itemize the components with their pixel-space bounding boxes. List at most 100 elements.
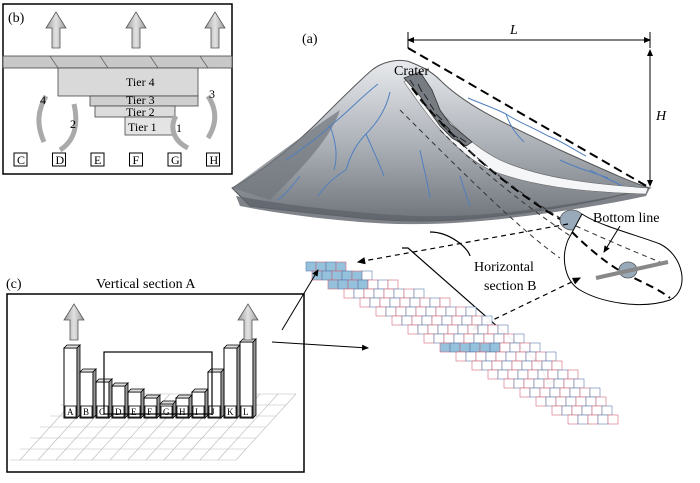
- grid-cell: [437, 324, 449, 335]
- grid-cell: [451, 315, 463, 326]
- column-label-box-f: [144, 405, 157, 418]
- grid-cell: [477, 324, 489, 335]
- grid-cell: [545, 396, 557, 407]
- grid-cell: [409, 297, 421, 308]
- grid-cell: [497, 324, 509, 335]
- column-label-g: G: [163, 407, 170, 417]
- horizontal-section-label-line2: section B: [484, 279, 537, 294]
- grid-cell: [541, 360, 553, 371]
- grid-cell: [393, 288, 405, 299]
- column-label-f: F: [133, 153, 140, 167]
- column-label-box-h: [176, 405, 189, 418]
- grid-cell: [561, 405, 573, 416]
- grid-cell: [513, 378, 525, 389]
- grid-cell: [373, 288, 385, 299]
- grid-cell: [315, 261, 327, 272]
- grid-cell: [481, 315, 493, 326]
- grid-cell: [401, 315, 413, 326]
- grid-cell: [481, 360, 493, 371]
- height-symbol: H: [655, 109, 667, 124]
- grid-cell: [487, 324, 499, 335]
- grid-cell: [327, 279, 339, 290]
- grid-cell: [495, 351, 507, 362]
- column-label-h: H: [210, 153, 219, 167]
- grid-cell: [325, 261, 337, 272]
- grid-cell: [461, 315, 473, 326]
- grid-cell: [385, 306, 397, 317]
- column-label-f: F: [147, 407, 152, 417]
- grid-cell: [419, 297, 431, 308]
- grid-cell: [511, 360, 523, 371]
- grid-cell: [351, 270, 363, 281]
- column-label-h: H: [179, 407, 186, 417]
- grid-cell: [557, 369, 569, 380]
- grid-cell: [545, 351, 557, 362]
- grid-cell: [423, 333, 435, 344]
- grid-cell: [383, 288, 395, 299]
- grid-cell: [471, 360, 483, 371]
- mountain: [231, 59, 652, 222]
- grid-cell: [459, 342, 471, 353]
- column-label-box-b: [80, 405, 93, 418]
- column-label-i: I: [195, 407, 198, 417]
- up-arrow-icon: [125, 11, 147, 49]
- grid-cell: [435, 306, 447, 317]
- grid-cell: [369, 297, 381, 308]
- grid-cell: [565, 396, 577, 407]
- up-arrow-icon: [237, 303, 259, 341]
- bottom-line-label: Bottom line: [593, 211, 660, 226]
- grid-cell: [467, 324, 479, 335]
- column-label-box-l: [240, 405, 253, 418]
- horizontal-section-label-line1: Horizontal: [474, 260, 534, 275]
- grid-cell: [503, 333, 515, 344]
- grid-cell: [347, 279, 359, 290]
- grid-cell: [331, 270, 343, 281]
- grid-cell: [353, 288, 365, 299]
- grid-cell: [363, 288, 375, 299]
- grid-cell: [431, 315, 443, 326]
- column-label-d: D: [56, 153, 65, 167]
- tier-4-block: [57, 67, 199, 97]
- grid-cell: [443, 333, 455, 344]
- section-outline: [103, 351, 213, 415]
- grid-cell: [587, 414, 599, 425]
- grid-cell: [465, 306, 477, 317]
- grid-cell: [389, 297, 401, 308]
- flow-number-2: 2: [70, 117, 76, 131]
- column-label-box-c: [96, 405, 109, 418]
- grid-cell: [577, 414, 589, 425]
- grid-cell: [535, 396, 547, 407]
- up-arrow-icon: [45, 11, 67, 49]
- grid-cell: [399, 297, 411, 308]
- grid-cell: [475, 351, 487, 362]
- column-label-l: L: [243, 407, 249, 417]
- grid-cell: [491, 360, 503, 371]
- column-box-h: [206, 152, 220, 167]
- grid-cell: [529, 387, 541, 398]
- grid-cell: [563, 378, 575, 389]
- column-label-box-e: [128, 405, 141, 418]
- grid-cell: [457, 324, 469, 335]
- grid-cell: [549, 387, 561, 398]
- panel-a: (a) Crater L H: [231, 23, 683, 385]
- grid-cell: [543, 378, 555, 389]
- column-box-e: [90, 152, 105, 167]
- grid-cell: [427, 324, 439, 335]
- flow-number-1: 1: [176, 121, 182, 135]
- grid-cell: [507, 369, 519, 380]
- panel-c-title: Vertical section A: [96, 277, 196, 292]
- grid-cell: [375, 306, 387, 317]
- grid-cell: [499, 342, 511, 353]
- grid-cell: [489, 342, 501, 353]
- bottom-zoom-callout: [564, 213, 683, 306]
- grid-cell: [453, 333, 465, 344]
- column-box-d: [52, 152, 66, 167]
- grid-cell: [471, 315, 483, 326]
- grid-cell: [415, 306, 427, 317]
- grid-cell: [595, 396, 607, 407]
- grid-cell: [505, 351, 517, 362]
- length-symbol: L: [509, 23, 518, 38]
- grid-cell: [575, 396, 587, 407]
- grid-cell: [567, 369, 579, 380]
